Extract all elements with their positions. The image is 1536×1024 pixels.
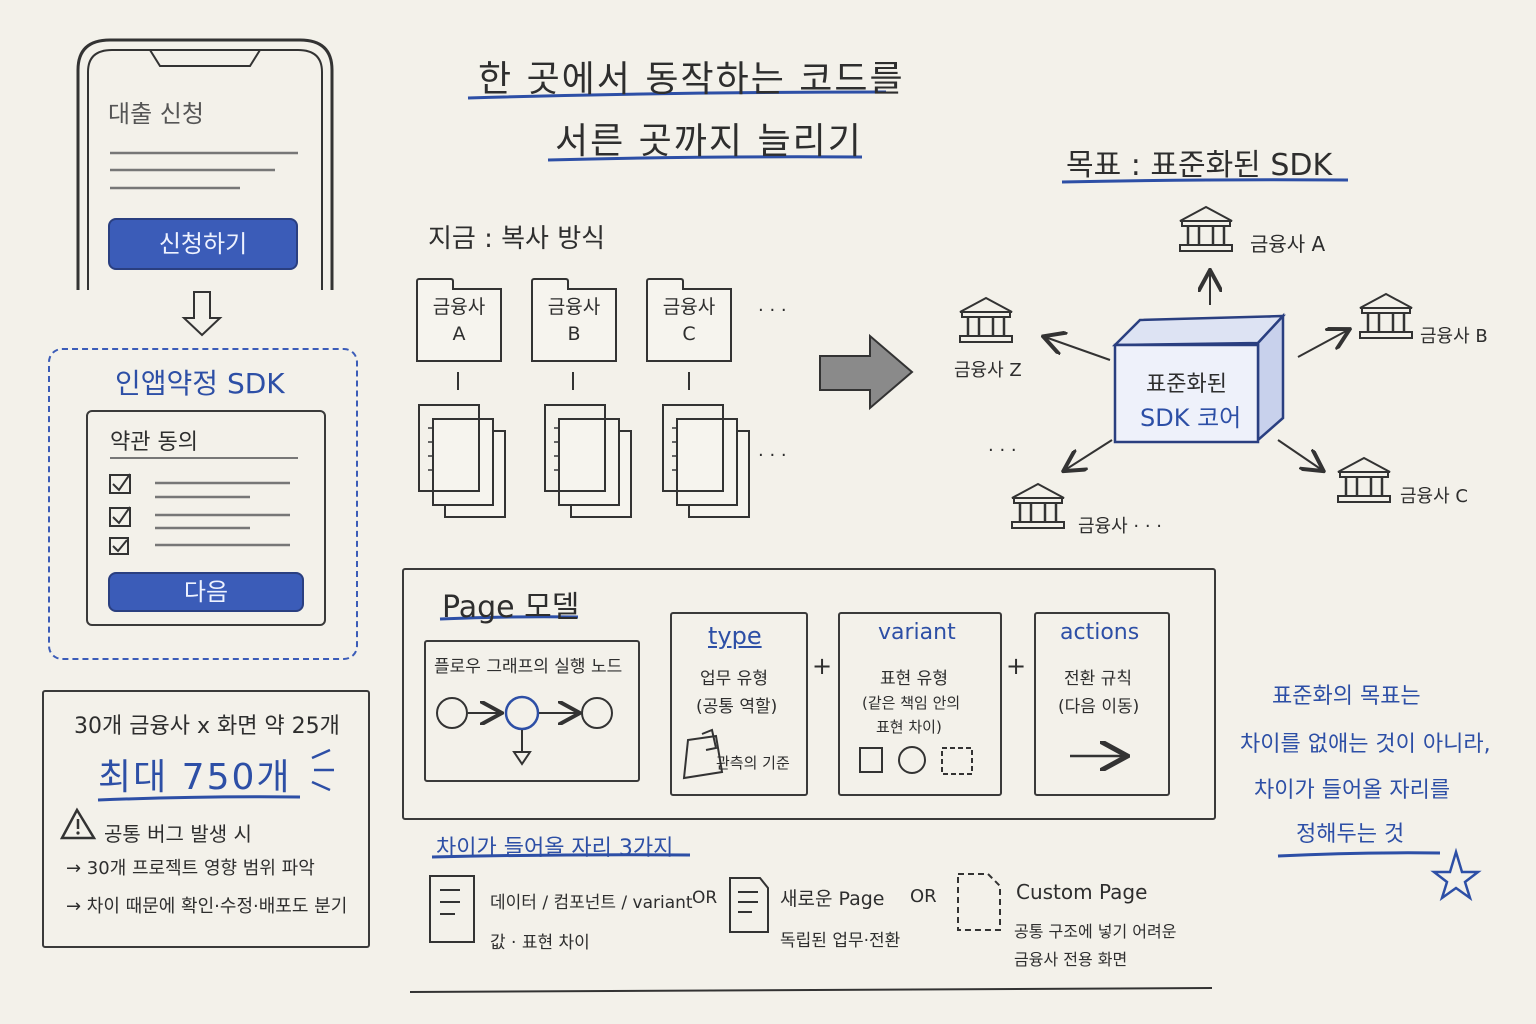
phone-heading: 대출 신청 — [108, 100, 204, 128]
slot2-line1: 새로운 Page — [780, 888, 885, 910]
quote-line3: 차이가 들어올 자리를 — [1254, 778, 1451, 803]
bank-etc-label: 금융사 · · · — [1078, 516, 1163, 537]
quote-line1: 표준화의 목표는 — [1272, 684, 1421, 709]
variant-title: variant — [878, 620, 956, 645]
slot3-line1: Custom Page — [1016, 880, 1148, 904]
actions-line2: (다음 이동) — [1058, 697, 1140, 717]
current-label: 지금 : 복사 방식 — [428, 224, 606, 254]
flow-node-card — [424, 640, 640, 782]
apply-button[interactable]: 신청하기 — [108, 218, 298, 270]
stats-line1: 30개 금융사 x 화면 약 25개 — [74, 714, 340, 739]
sdk-panel-title: 인앱약정 SDK — [115, 367, 285, 400]
stats-warning: 공통 버그 발생 시 — [104, 822, 252, 846]
stats-box — [42, 690, 370, 948]
page-model-title: Page 모델 — [442, 590, 580, 625]
type-line2: (공통 역할) — [696, 697, 778, 717]
stats-highlight: 최대 750개 — [98, 757, 292, 798]
slot1-line2: 값 · 표현 차이 — [490, 933, 590, 953]
variant-line1: 표현 유형 — [880, 669, 948, 689]
page-model-box — [402, 568, 1216, 820]
main-title-line1: 한 곳에서 동작하는 코드를 — [478, 59, 905, 100]
bank-a-label: 금융사 A — [1250, 232, 1326, 256]
goal-label: 목표 : 표준화된 SDK — [1066, 148, 1333, 183]
slot3-line2: 공통 구조에 넣기 어려운 — [1014, 922, 1177, 941]
goal-ellipsis: · · · — [988, 440, 1017, 461]
stats-bullet1: → 30개 프로젝트 영향 범위 파악 — [66, 858, 315, 879]
slot3-line3: 금융사 전용 화면 — [1014, 950, 1128, 969]
plus-2: + — [1006, 652, 1027, 680]
docs-ellipsis: · · · — [758, 445, 787, 466]
sdk-panel — [48, 348, 358, 660]
bank-z-label: 금융사 Z — [954, 360, 1022, 381]
main-title-line2: 서른 곳까지 늘리기 — [555, 121, 863, 162]
actions-card — [1034, 612, 1170, 796]
quote-line4: 정해두는 것 — [1296, 822, 1405, 847]
slot2-line2: 독립된 업무·전환 — [780, 931, 901, 951]
bank-b-label: 금융사 B — [1420, 326, 1488, 347]
doc-stack-b — [544, 404, 606, 492]
type-title: type — [708, 622, 762, 650]
slot-or-2: OR — [910, 886, 937, 907]
sdk-core-line2: SDK 코어 — [1140, 404, 1242, 432]
stats-bullet2: → 차이 때문에 확인·수정·배포도 분기 — [66, 896, 348, 917]
slot-or-1: OR — [692, 888, 718, 908]
actions-line1: 전환 규칙 — [1064, 669, 1132, 689]
next-button[interactable]: 다음 — [108, 572, 304, 612]
bank-c-label: 금융사 C — [1400, 486, 1468, 507]
folders-ellipsis: · · · — [758, 300, 787, 321]
sdk-core-line1: 표준화된 — [1146, 372, 1227, 397]
warning-icon — [60, 808, 96, 840]
quote-line2: 차이를 없애는 것이 아니라, — [1240, 732, 1491, 757]
type-line1: 업무 유형 — [700, 669, 768, 689]
variant-card — [838, 612, 1002, 796]
variant-line3: 표현 차이) — [876, 718, 942, 736]
variant-line2: (같은 책임 안의 — [862, 694, 961, 712]
slot1-line1: 데이터 / 컴포넌트 / variant — [490, 893, 693, 913]
type-card — [670, 612, 808, 796]
terms-title: 약관 동의 — [110, 430, 198, 455]
plus-1: + — [812, 652, 833, 680]
type-note: 관측의 기준 — [716, 754, 790, 772]
actions-title: actions — [1060, 620, 1140, 645]
slots-title: 차이가 들어올 자리 3가지 — [436, 836, 674, 861]
flow-title: 플로우 그래프의 실행 노드 — [434, 657, 623, 677]
doc-stack-c — [662, 404, 724, 492]
terms-card — [86, 410, 326, 626]
doc-stack-a — [418, 404, 480, 492]
